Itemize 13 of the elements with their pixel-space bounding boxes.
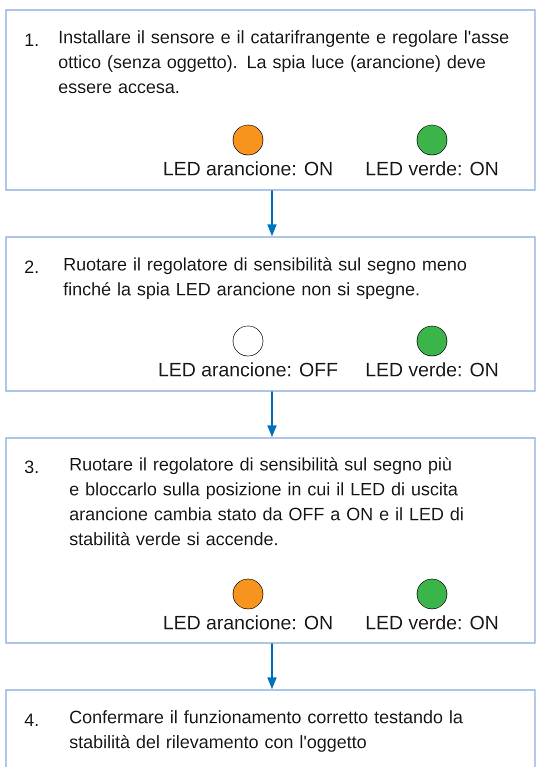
node-label: LED verde: ON <box>366 362 498 376</box>
led-indicator: LED verde: ON <box>366 326 498 376</box>
led-indicator: LED arancione: ON <box>164 578 332 630</box>
led-indicator: LED verde: ON <box>366 124 498 176</box>
node-label: LED verde: ON <box>366 615 498 630</box>
step-box: 4. Confermare il funzionamento corretto testando la stabilità del rilevamento con l'oggetto <box>5 689 536 767</box>
node-label: LED verde: ON <box>366 161 498 176</box>
node-label: LED arancione: ON <box>164 615 332 630</box>
led-indicator: LED arancione: OFF <box>160 326 338 376</box>
led-indicator: LED arancione: ON <box>164 124 332 176</box>
node-label: LED arancione: ON <box>164 161 332 176</box>
node-label: LED arancione: OFF <box>160 362 338 376</box>
led-indicator: LED verde: ON <box>366 578 498 630</box>
